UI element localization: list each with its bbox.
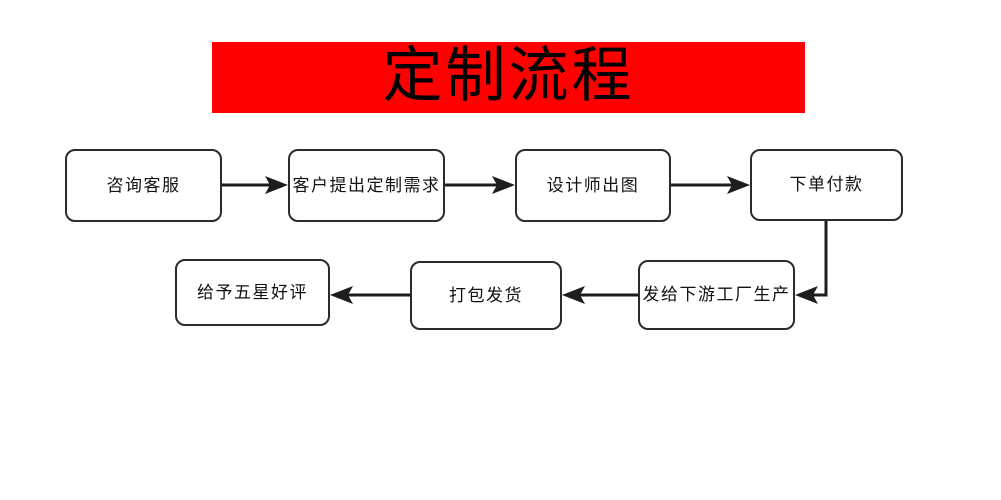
arrow-node4-to-node5 xyxy=(795,221,828,304)
flow-node-send-to-factory[interactable]: 发给下游工厂生产 xyxy=(638,260,795,330)
flow-node-place-order-payment[interactable]: 下单付款 xyxy=(750,149,903,221)
flow-node-label: 打包发货 xyxy=(449,285,523,306)
flow-node-label: 咨询客服 xyxy=(106,175,181,196)
flow-node-customer-request[interactable]: 客户提出定制需求 xyxy=(288,149,445,222)
flow-node-label: 客户提出定制需求 xyxy=(292,175,441,196)
flow-node-consult-service[interactable]: 咨询客服 xyxy=(65,149,222,222)
arrow-node3-to-node4 xyxy=(671,176,750,194)
flow-node-pack-and-ship[interactable]: 打包发货 xyxy=(410,261,562,330)
arrow-node5-to-node6 xyxy=(562,286,638,304)
arrow-node2-to-node3 xyxy=(445,176,515,194)
page-title: 定制流程 xyxy=(382,40,635,111)
flow-node-label: 下单付款 xyxy=(789,175,864,195)
flow-node-label: 发给下游工厂生产 xyxy=(642,285,791,305)
flow-node-label: 设计师出图 xyxy=(546,175,640,196)
arrow-node1-to-node2 xyxy=(222,176,288,194)
flow-node-label: 给予五星好评 xyxy=(197,282,308,303)
flow-node-designer-drawing[interactable]: 设计师出图 xyxy=(515,149,671,222)
flow-node-five-star-review[interactable]: 给予五星好评 xyxy=(175,259,330,326)
arrow-node6-to-node7 xyxy=(330,286,410,304)
title-banner: 定制流程 xyxy=(212,42,805,113)
